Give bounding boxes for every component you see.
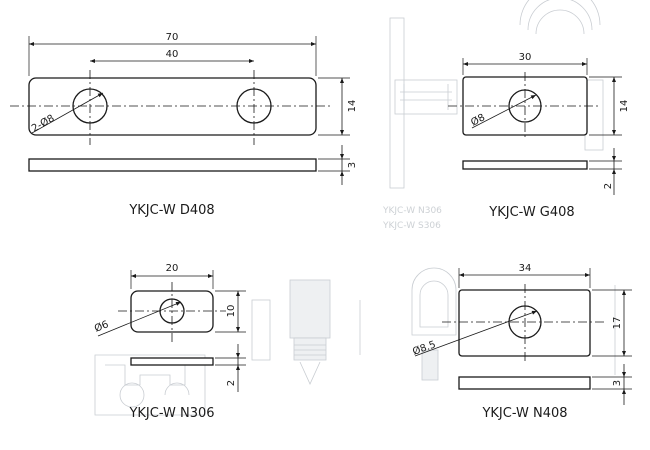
background-watermark: YKJC-W N306 YKJC-W S306	[94, 0, 616, 416]
part-g408: 30 14 2 Ø8 YKJC-W G408	[448, 52, 630, 220]
g408-hole-callout: Ø8	[469, 111, 487, 128]
n408-model-label: YKJC-W N408	[481, 406, 567, 421]
n306-model-label: YKJC-W N306	[128, 406, 214, 421]
g408-side-view	[462, 160, 588, 170]
d408-side-view	[28, 158, 317, 172]
n408-hole-leader	[414, 310, 538, 357]
n408-length-label: 34	[519, 263, 532, 274]
d408-length-label: 70	[166, 32, 179, 43]
watermark-text-1: YKJC-W N306	[382, 206, 442, 216]
n306-length-label: 20	[166, 263, 179, 274]
n306-side-view	[130, 357, 214, 366]
g408-width-label: 14	[619, 100, 630, 113]
part-n306: 20 10 2 Ø6 YKJC-W N306	[93, 263, 246, 421]
g408-thickness-label: 2	[603, 183, 614, 189]
n306-hole-leader	[97, 301, 182, 337]
n408-width-label: 17	[612, 317, 623, 330]
g408-length-label: 30	[519, 52, 532, 63]
d408-hole-spacing-label: 40	[166, 49, 179, 60]
g408-hole-leader	[471, 94, 537, 129]
part-n408: 34 17 3 Ø8.5 YKJC-W N408	[411, 263, 632, 421]
d408-hole-leader	[31, 92, 104, 134]
d408-thickness-label: 3	[347, 162, 358, 168]
n306-thickness-label: 2	[226, 380, 237, 386]
n306-width-label: 10	[226, 305, 237, 318]
n306-hole-callout: Ø6	[93, 318, 111, 334]
g408-model-label: YKJC-W G408	[488, 205, 574, 220]
n408-side-view	[458, 376, 591, 390]
d408-plan-outline	[28, 77, 317, 136]
n408-thickness-label: 3	[612, 380, 623, 386]
d408-width-label: 14	[347, 100, 358, 113]
watermark-text-2: YKJC-W S306	[382, 221, 441, 231]
d408-model-label: YKJC-W D408	[128, 203, 214, 218]
part-d408: 70 40 14 3 2-Ø8 YKJC-W D408	[10, 32, 358, 218]
